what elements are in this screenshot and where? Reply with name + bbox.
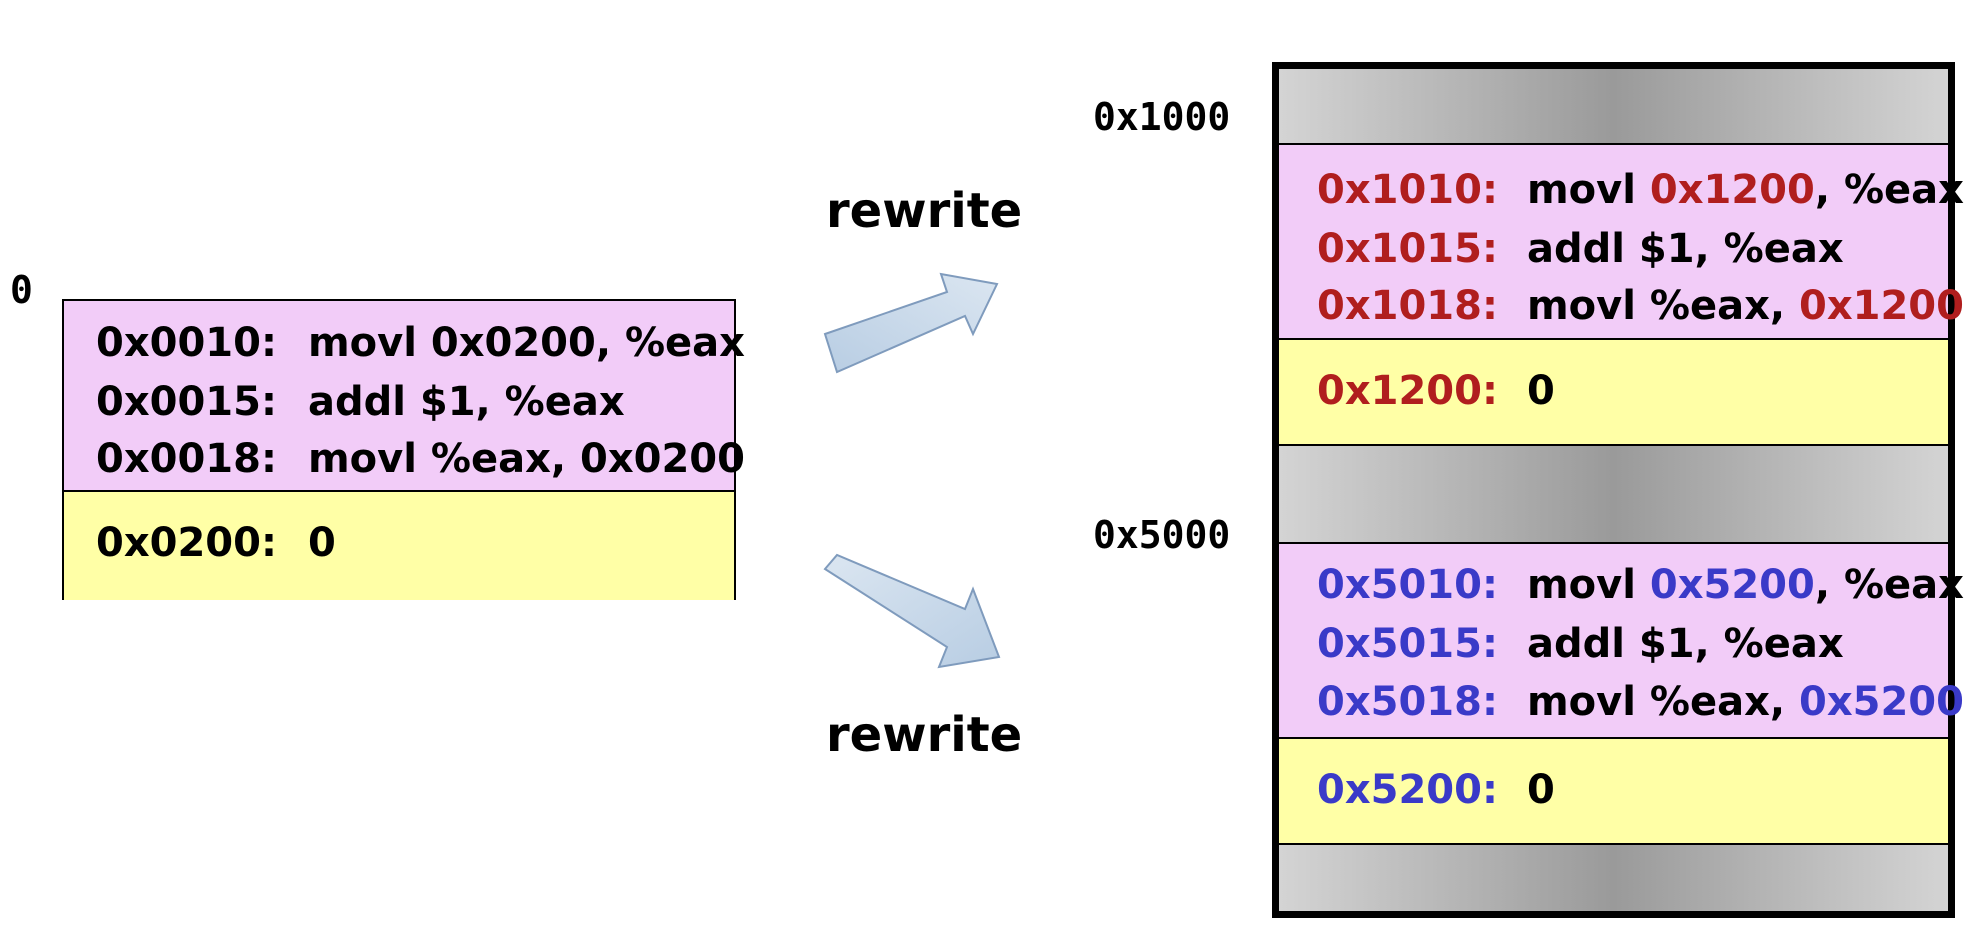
process2-instruction: movl %eax, 0x5200: [1527, 679, 1964, 725]
process1-data-section: 0x1200: 0: [1279, 340, 1948, 444]
source-data-address: 0x0200:: [96, 520, 277, 566]
process1-instruction: movl 0x1200, %eax: [1527, 167, 1964, 213]
rewrite-label-bottom: rewrite: [826, 707, 1023, 763]
rewrite-arrow-up-icon: [823, 272, 999, 374]
process1-address: 0x1018:: [1317, 283, 1498, 329]
base-address-2: 0x5000: [1093, 513, 1231, 557]
process1-code-section: 0x1010: movl 0x1200, %eax 0x1015: addl $…: [1279, 145, 1964, 338]
process1-instruction: movl %eax, 0x1200: [1527, 283, 1964, 329]
source-instruction: addl $1, %eax: [308, 379, 625, 425]
source-instruction: movl %eax, 0x0200: [308, 436, 745, 482]
process1-instruction: addl $1, %eax: [1527, 226, 1844, 272]
process2-address: 0x5010:: [1317, 562, 1498, 608]
source-program: 0x0010: movl 0x0200, %eax 0x0015: addl $…: [62, 299, 745, 600]
process1-data-value: 0: [1527, 368, 1555, 414]
source-address: 0x0010:: [96, 320, 277, 366]
rewrite-arrow-down-icon: [823, 553, 1001, 669]
process2-data-section: 0x5200: 0: [1279, 739, 1948, 843]
process1-address: 0x1010:: [1317, 167, 1498, 213]
source-address: 0x0015:: [96, 379, 277, 425]
memory-free-region: [1279, 446, 1948, 542]
memory-free-region: [1279, 69, 1948, 143]
source-data-value: 0: [308, 520, 336, 566]
source-instruction: movl 0x0200, %eax: [308, 320, 745, 366]
memory-free-region: [1279, 845, 1948, 911]
process2-data-value: 0: [1527, 767, 1555, 813]
process2-data-address: 0x5200:: [1317, 767, 1498, 813]
process2-address: 0x5018:: [1317, 679, 1498, 725]
physical-memory: 0x1010: movl 0x1200, %eax 0x1015: addl $…: [1272, 62, 1964, 918]
source-data-section: 0x0200: 0: [64, 492, 734, 600]
process2-instruction: addl $1, %eax: [1527, 621, 1844, 667]
process2-code-section: 0x5010: movl 0x5200, %eax 0x5015: addl $…: [1279, 544, 1964, 737]
process2-instruction: movl 0x5200, %eax: [1527, 562, 1964, 608]
source-code-section: 0x0010: movl 0x0200, %eax 0x0015: addl $…: [64, 301, 745, 492]
process1-data-address: 0x1200:: [1317, 368, 1498, 414]
process2-address: 0x5015:: [1317, 621, 1498, 667]
origin-label: 0: [10, 268, 33, 312]
rewrite-label-top: rewrite: [826, 183, 1023, 239]
base-address-1: 0x1000: [1093, 95, 1231, 139]
source-address: 0x0018:: [96, 436, 277, 482]
process1-address: 0x1015:: [1317, 226, 1498, 272]
